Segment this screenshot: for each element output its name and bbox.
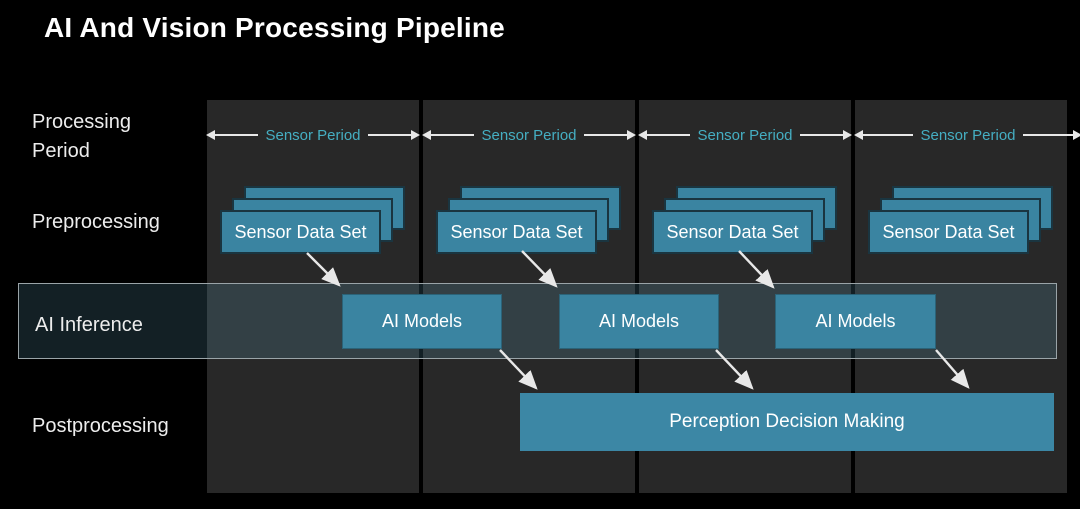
left-arrow-icon	[205, 130, 259, 140]
ai-models-label: AI Models	[598, 311, 680, 331]
left-arrow-icon	[853, 130, 914, 140]
row-label-postprocessing: Postprocessing	[32, 415, 169, 437]
sensor-data-card: Sensor Data Set	[868, 210, 1029, 254]
sensor-data-card: Sensor Data Set	[652, 210, 813, 254]
sensor-period-label: Sensor Period	[481, 126, 577, 144]
ai-models-box-2: AI Models	[559, 294, 719, 349]
right-arrow-icon	[1022, 130, 1080, 140]
row-label-preprocessing: Preprocessing	[32, 211, 160, 233]
sensor-period-header: Sensor Period	[421, 125, 637, 145]
sensor-period-header: Sensor Period	[853, 125, 1080, 145]
perception-decision-making-box: Perception Decision Making	[520, 393, 1054, 451]
row-label-ai-inference: AI Inference	[35, 314, 143, 336]
sensor-data-label: Sensor Data Set	[450, 221, 583, 242]
ai-models-box-3: AI Models	[775, 294, 936, 349]
sensor-period-header: Sensor Period	[637, 125, 853, 145]
sensor-period-label: Sensor Period	[265, 126, 361, 144]
sensor-data-card: Sensor Data Set	[436, 210, 597, 254]
ai-models-box-1: AI Models	[342, 294, 502, 349]
right-arrow-icon	[367, 130, 421, 140]
sensor-data-stack: Sensor Data Set	[652, 186, 838, 254]
sensor-data-stack: Sensor Data Set	[436, 186, 622, 254]
sensor-data-card: Sensor Data Set	[220, 210, 381, 254]
sensor-data-label: Sensor Data Set	[666, 221, 799, 242]
sensor-period-label: Sensor Period	[697, 126, 793, 144]
sensor-data-label: Sensor Data Set	[234, 221, 367, 242]
sensor-period-label: Sensor Period	[920, 126, 1016, 144]
ai-models-label: AI Models	[815, 311, 896, 331]
right-arrow-icon	[583, 130, 637, 140]
sensor-period-header: Sensor Period	[205, 125, 421, 145]
left-arrow-icon	[637, 130, 691, 140]
ai-models-label: AI Models	[381, 311, 463, 331]
left-arrow-icon	[421, 130, 475, 140]
sensor-data-stack: Sensor Data Set	[220, 186, 406, 254]
perception-decision-making-label: Perception Decision Making	[669, 411, 905, 432]
page-title: AI And Vision Processing Pipeline	[44, 12, 505, 43]
row-label-processing-period: Processing Period	[32, 111, 131, 162]
sensor-data-label: Sensor Data Set	[882, 221, 1015, 242]
sensor-data-stack: Sensor Data Set	[868, 186, 1054, 254]
right-arrow-icon	[799, 130, 853, 140]
